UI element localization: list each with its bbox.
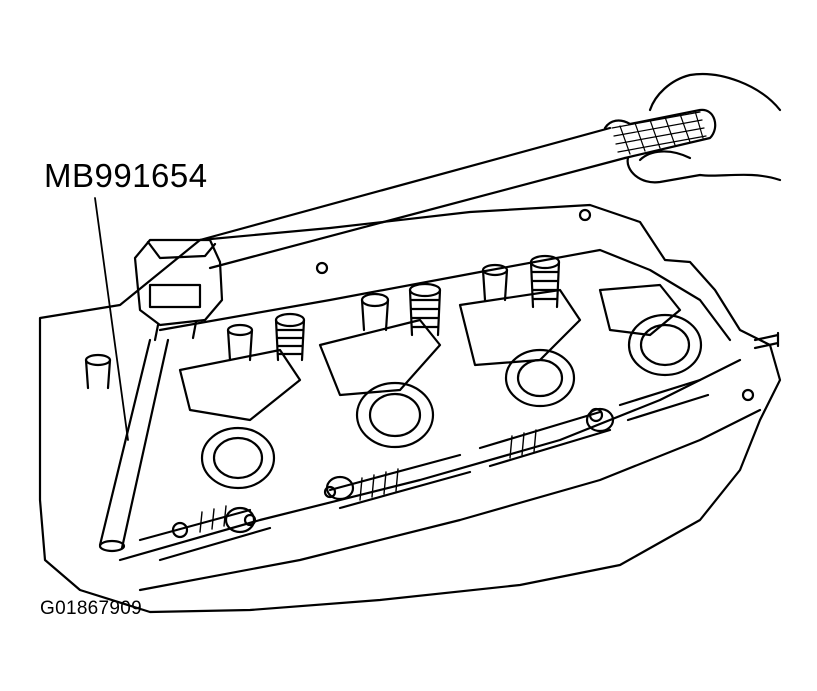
cylinder-head-body — [38, 203, 782, 614]
head-lower-edge-2 — [138, 408, 762, 592]
head-inner-ridge — [158, 248, 732, 342]
socket-tool — [98, 238, 224, 553]
figure-id: G01867909 — [40, 598, 143, 619]
camshaft-seals — [200, 313, 703, 490]
cam-ribs — [199, 429, 537, 533]
bolt-holes — [171, 208, 755, 539]
camshaft-lobes — [138, 378, 710, 562]
rocker-arms — [178, 283, 682, 422]
valve-springs — [84, 254, 561, 390]
stud-right — [753, 331, 780, 350]
callout-leader — [94, 197, 129, 441]
head-lower-edge — [118, 358, 742, 562]
wrench-handle — [198, 108, 717, 270]
hand — [626, 73, 782, 184]
tool-number-label: MB991654 — [44, 157, 208, 194]
